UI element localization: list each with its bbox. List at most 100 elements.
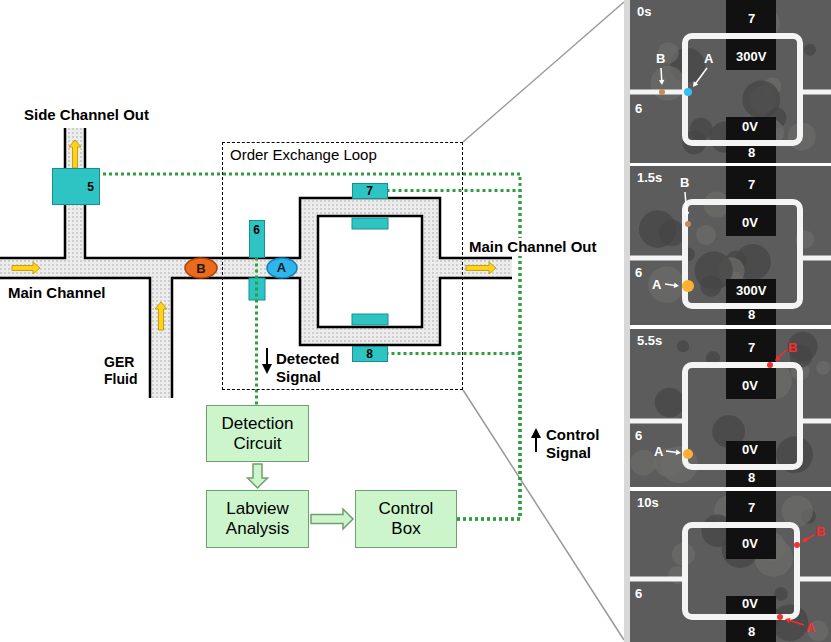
photo-channel [800, 256, 831, 261]
leader-arrowhead [659, 80, 664, 85]
part-label: B [196, 261, 205, 276]
panel-text: 1.5s [637, 171, 662, 184]
panel-text: 0V [742, 120, 758, 133]
panel-text: 7 [748, 341, 755, 354]
photo-channel [630, 577, 685, 582]
photo-background [630, 166, 831, 325]
channel-label: Main Channel [8, 284, 106, 302]
panel-text: 7 [748, 501, 755, 514]
droplet-dot [777, 614, 783, 620]
leader-arrowhead [693, 81, 698, 87]
electrode: 6 [249, 220, 265, 258]
leader-line [660, 68, 662, 81]
panel-text: B [816, 525, 825, 538]
region-title: Order Exchange Loop [230, 146, 377, 163]
signal-wire [100, 174, 520, 519]
photo-illustration [630, 166, 831, 325]
process-box: Detection Circuit [206, 405, 309, 462]
signal-arrow [266, 348, 268, 366]
channel-wall [0, 128, 512, 398]
photo-texture [696, 225, 716, 245]
leader-arrowhead [775, 356, 780, 361]
connector [311, 509, 353, 529]
photo-channel [800, 90, 831, 95]
photo-texture [804, 44, 816, 56]
leader-line [685, 192, 687, 213]
process-box: Labview Analysis [206, 490, 309, 548]
signal-arrowhead [531, 428, 541, 438]
leader-line [778, 350, 786, 358]
panel-text: A [652, 278, 661, 291]
photo-panel: 10s7B0V60VA8 [630, 491, 831, 642]
flow-arrow [12, 262, 40, 274]
droplet-dot [685, 221, 691, 227]
leader-line [805, 535, 814, 540]
panel-text: 5.5s [637, 334, 662, 347]
zoom-line [463, 390, 624, 640]
box-text: Labview Analysis [213, 499, 302, 538]
photo-panel: 1.5s7B0V6A300V8 [630, 166, 831, 325]
panel-text: 8 [748, 471, 755, 484]
order-exchange-region: Order Exchange Loop76A8 [222, 142, 463, 390]
leader-arrowhead [802, 537, 808, 542]
photo-channel [630, 90, 685, 95]
photo-texture [788, 332, 818, 362]
panel-text: 0V [742, 537, 758, 550]
leader-arrowhead [674, 283, 679, 288]
flow-arrow [311, 509, 353, 529]
exchange-loop [300, 198, 440, 345]
part-label: 7 [366, 185, 373, 197]
photo-texture [655, 388, 685, 418]
signal-wire [255, 258, 258, 406]
photo-texture [774, 587, 787, 600]
panel-text: 6 [635, 266, 642, 279]
droplet-dot [767, 362, 773, 368]
photo-loop [685, 202, 800, 306]
panel-text: 6 [635, 587, 642, 600]
leader-line [666, 451, 677, 452]
photo-illustration [630, 491, 831, 642]
panel-text: B [656, 52, 665, 65]
photo-background [630, 491, 831, 642]
panel-text: 7 [748, 12, 755, 25]
flow-arrow [69, 140, 81, 168]
panel-text: 8 [748, 625, 755, 638]
part-label: 5 [87, 181, 94, 193]
part-label: 6 [253, 224, 260, 236]
photo-channel [797, 577, 831, 582]
signal-label: Detected Signal [276, 350, 350, 386]
photo-channel [630, 419, 685, 424]
panel-text: 0V [742, 443, 758, 456]
box-text: Control Box [370, 499, 442, 538]
outlet-channel [440, 258, 512, 278]
process-box: Control Box [355, 490, 457, 548]
electrode-pad [726, 279, 776, 325]
box-text: Detection Circuit [213, 414, 302, 453]
photo-illustration [630, 0, 831, 163]
signal-arrowhead [262, 364, 272, 374]
channel-label: Main Channel Out [467, 238, 599, 256]
signal-arrow [535, 436, 537, 452]
electrode: 7 [352, 183, 388, 199]
panel-text: A [806, 621, 815, 634]
leader-line [665, 284, 675, 285]
panel-text: 0V [742, 216, 758, 229]
leader-arrowhead [684, 212, 689, 217]
panel-text: 6 [635, 429, 642, 442]
connector [100, 174, 520, 519]
photo-panel: 0s7300VBA60V8 [630, 0, 831, 163]
part-label: A [277, 260, 286, 275]
panel-text: A [704, 52, 713, 65]
photo-background [630, 329, 831, 487]
panel-text: 8 [748, 308, 755, 321]
flow-arrow [248, 464, 268, 488]
panel-text: 300V [736, 50, 766, 63]
photo-loop [685, 525, 797, 617]
channel-label: GER Fluid [104, 354, 148, 388]
photo-texture [677, 340, 689, 352]
connector [248, 464, 268, 488]
panel-text: A [654, 445, 663, 458]
droplet: A [266, 257, 298, 279]
photo-channel [630, 256, 685, 261]
photo-texture [700, 275, 721, 296]
